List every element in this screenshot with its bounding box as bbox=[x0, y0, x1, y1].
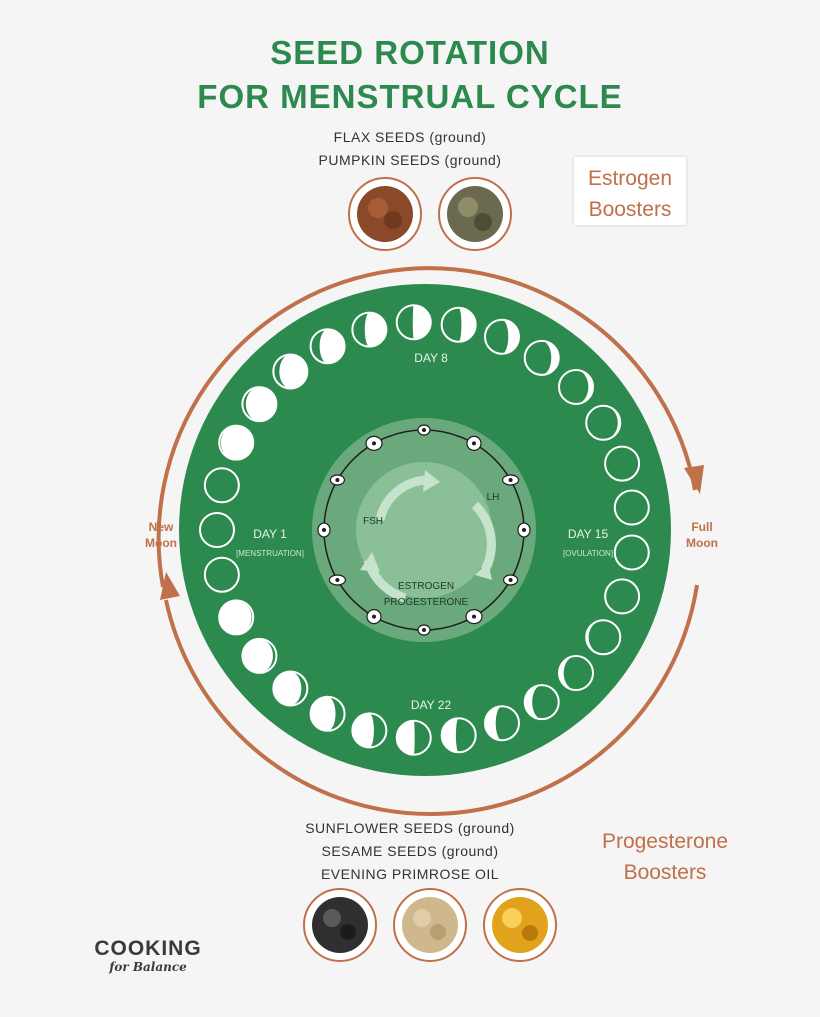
moon-phase-icon bbox=[523, 339, 560, 376]
full-moon-label: Full Moon bbox=[672, 519, 732, 551]
moon-phase-icon bbox=[351, 311, 388, 348]
progesterone-boosters-box: Progesterone Boosters bbox=[590, 826, 740, 888]
moon-phase-icon bbox=[203, 556, 240, 593]
moon-phase-icon bbox=[523, 684, 560, 721]
follicle-dot bbox=[508, 578, 513, 582]
follicle-dot bbox=[422, 428, 426, 432]
follicle-dot bbox=[472, 441, 476, 446]
moon-phase-icon bbox=[440, 306, 477, 343]
follicle-dot bbox=[335, 478, 340, 482]
follicle-dot bbox=[472, 614, 476, 619]
fsh-label: FSH bbox=[363, 516, 383, 527]
new-moon-line2: Moon bbox=[145, 536, 177, 550]
day22-label: DAY 22 bbox=[411, 698, 452, 712]
moon-phase-icon bbox=[272, 353, 309, 390]
moon-phase-icon bbox=[351, 712, 388, 749]
outer-arrow-bottom bbox=[164, 584, 699, 817]
follicle-dot bbox=[422, 628, 426, 632]
moon-phase-icon bbox=[585, 404, 622, 441]
day1-label: DAY 1 bbox=[253, 527, 287, 541]
evening-primrose-oil-label: EVENING PRIMROSE OIL bbox=[320, 866, 500, 882]
day1-sub-label: [MENSTRUATION] bbox=[236, 549, 304, 558]
moon-phase-icon bbox=[440, 717, 477, 754]
moon-phases bbox=[199, 304, 650, 756]
title-line2: FOR MENSTRUAL CYCLE bbox=[197, 78, 623, 115]
sesame-seeds-image bbox=[393, 888, 467, 962]
outer-arrow-top bbox=[156, 266, 697, 588]
logo-line1: COOKING bbox=[94, 937, 202, 960]
moon-phase-icon bbox=[241, 637, 278, 674]
sunflower-seeds-label: SUNFLOWER SEEDS (ground) bbox=[305, 820, 515, 836]
moon-phase-icon bbox=[199, 512, 235, 548]
sesame-seeds-label: SESAME SEEDS (ground) bbox=[321, 843, 499, 859]
moon-phase-icon bbox=[395, 719, 432, 756]
moon-phase-icon bbox=[395, 304, 432, 341]
day15-sub-label: [OVULATION] bbox=[563, 549, 613, 558]
moon-phase-icon bbox=[241, 386, 278, 423]
moon-phase-icon bbox=[272, 670, 309, 707]
follicle-dot bbox=[522, 528, 526, 532]
title-line1: SEED ROTATION bbox=[270, 34, 550, 71]
progesterone-boosters-line1: Progesterone bbox=[601, 830, 729, 853]
pumpkin-seeds-label: PUMPKIN SEEDS (ground) bbox=[318, 152, 502, 168]
estrogen-boosters-line1: Estrogen bbox=[587, 167, 673, 190]
day8-label: DAY 8 bbox=[414, 351, 448, 365]
outer-arrow-head-right bbox=[684, 465, 704, 494]
follicle-dot bbox=[372, 614, 376, 619]
cooking-for-balance-logo: COOKING for Balance bbox=[88, 937, 208, 975]
moon-phase-icon bbox=[309, 695, 346, 732]
follicle-dot bbox=[322, 528, 326, 532]
flax-seeds-image bbox=[348, 177, 422, 251]
outer-arrow-head-left bbox=[160, 572, 180, 600]
moon-phase-icon bbox=[613, 534, 650, 571]
estrogen-boosters-line2: Boosters bbox=[588, 198, 672, 221]
follicle-dot bbox=[508, 478, 513, 482]
evening-primrose-oil-image bbox=[483, 888, 557, 962]
sunflower-seeds-image bbox=[303, 888, 377, 962]
progesterone-boosters-line2: Boosters bbox=[623, 861, 707, 884]
follicle-dot bbox=[372, 441, 376, 446]
estrogen-label: ESTROGEN bbox=[398, 581, 454, 592]
moon-phase-icon bbox=[309, 328, 346, 365]
pumpkin-seeds-image bbox=[438, 177, 512, 251]
moon-phase-icon bbox=[604, 445, 641, 482]
lh-label: LH bbox=[487, 492, 500, 503]
moon-phase-icon bbox=[558, 368, 595, 405]
day15-label: DAY 15 bbox=[568, 527, 609, 541]
moon-phase-icon bbox=[585, 619, 622, 656]
progesterone-label: PROGESTERONE bbox=[384, 597, 469, 608]
new-moon-label: New Moon bbox=[131, 519, 191, 551]
logo-line2: for Balance bbox=[109, 960, 187, 974]
moon-phase-icon bbox=[203, 467, 240, 504]
full-moon-line2: Moon bbox=[686, 536, 718, 550]
moon-phase-icon bbox=[218, 599, 255, 636]
follicle-markers bbox=[317, 424, 531, 636]
moon-phase-icon bbox=[483, 705, 520, 742]
follicle-dot bbox=[335, 578, 340, 582]
new-moon-line1: New bbox=[148, 520, 174, 534]
moon-phase-icon bbox=[483, 318, 520, 355]
moon-phase-icon bbox=[613, 489, 650, 526]
moon-phase-icon bbox=[558, 655, 595, 692]
moon-phase-icon bbox=[604, 578, 641, 615]
full-moon-line1: Full bbox=[691, 520, 713, 534]
estrogen-boosters-box: Estrogen Boosters bbox=[574, 157, 686, 225]
moon-phase-icon bbox=[218, 424, 255, 461]
flax-seeds-label: FLAX SEEDS (ground) bbox=[333, 129, 487, 145]
